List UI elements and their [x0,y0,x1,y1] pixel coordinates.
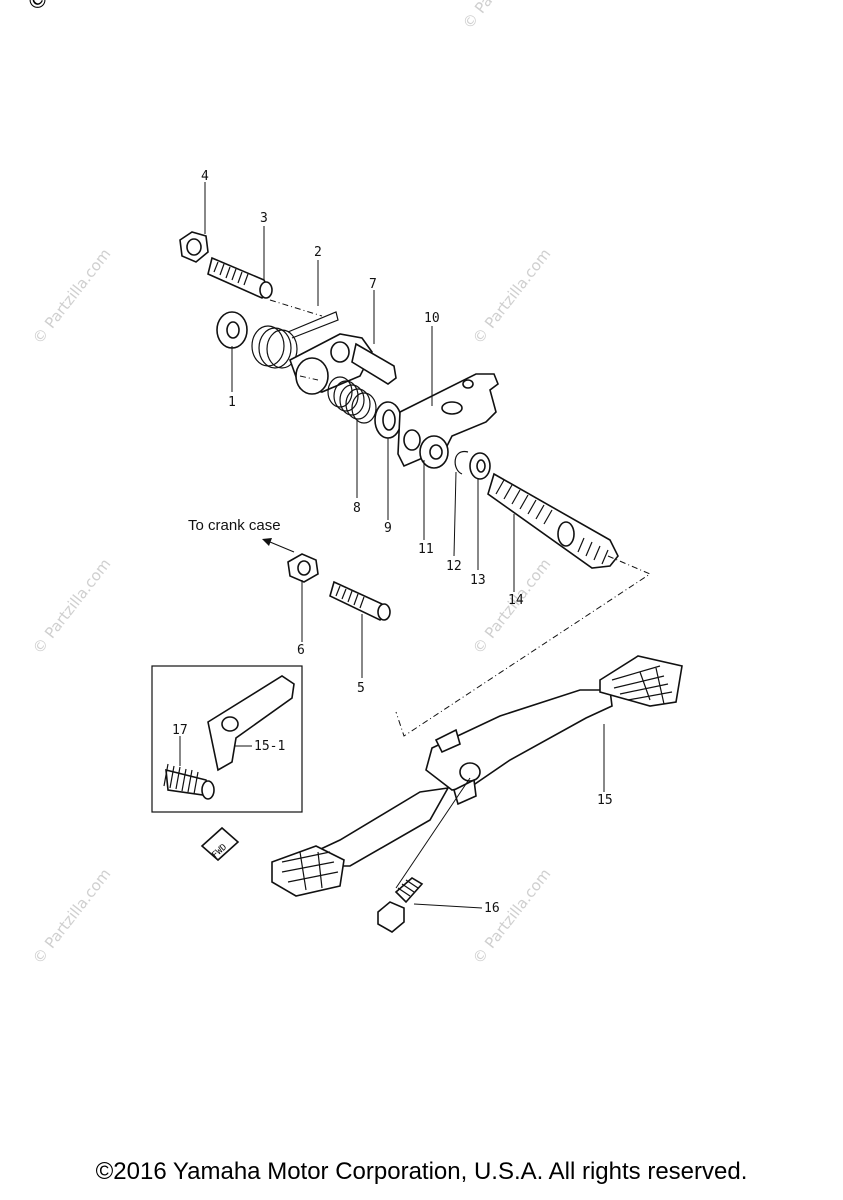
callout-14: 14 [508,593,524,608]
callout-6: 6 [297,643,305,658]
watermark: © Partzilla.com [29,245,114,347]
callout-7: 7 [369,277,377,292]
part-16-bolt [377,777,483,933]
part-8-spring [327,376,377,498]
watermark: © Partzilla.com [459,0,544,32]
callout-labels: 1 2 3 4 5 6 7 8 9 10 11 12 13 14 15 15-1… [172,169,613,916]
callout-15-1: 15-1 [254,739,285,754]
watermark: © Partzilla.com [469,245,554,347]
part-9-washer [374,401,402,520]
callout-16: 16 [484,901,500,916]
part-6-nut [287,553,319,642]
callout-4: 4 [201,169,209,184]
part-11-washer [419,435,449,540]
part-7-shift-arm [289,290,397,395]
watermark: © Partzilla.com [469,865,554,967]
callout-3: 3 [260,211,268,226]
callout-9: 9 [384,521,392,536]
to-crank-case-label: To crank case [188,517,281,534]
part-1-washer [216,311,248,392]
assembly-line [395,555,652,737]
callout-10: 10 [424,311,440,326]
callout-12: 12 [446,559,462,574]
callout-2: 2 [314,245,322,260]
callout-13: 13 [470,573,486,588]
fwd-arrow-icon: FWD [200,826,240,862]
to-crank-case-note: To crank case [188,517,295,553]
part-3-bolt [207,226,273,299]
callout-17: 17 [172,723,188,738]
part-13-washer [469,452,491,570]
watermark: © Partzilla.com [29,865,114,967]
callout-1: 1 [228,395,236,410]
part-14-shift-shaft [487,472,619,592]
assembly-line [269,299,323,317]
part-15-shift-pedal [271,655,683,897]
watermark-group: © Partzilla.com © Partzilla.com © Partzi… [29,0,554,967]
inset-box [151,665,303,813]
shift-pedal-diagram: © Partzilla.com © Partzilla.com © Partzi… [29,0,683,967]
copyright-footer: ©2016 Yamaha Motor Corporation, U.S.A. A… [95,1158,748,1185]
part-4-nut [179,182,209,263]
part-5-bolt [329,580,391,678]
callout-5: 5 [357,681,365,696]
part-2-spring [251,260,339,369]
callout-11: 11 [418,542,434,557]
watermark: © Partzilla.com [29,555,114,657]
callout-8: 8 [353,501,361,516]
callout-15: 15 [597,793,613,808]
part-12-circlip [453,451,469,557]
assembly-line [299,375,319,381]
